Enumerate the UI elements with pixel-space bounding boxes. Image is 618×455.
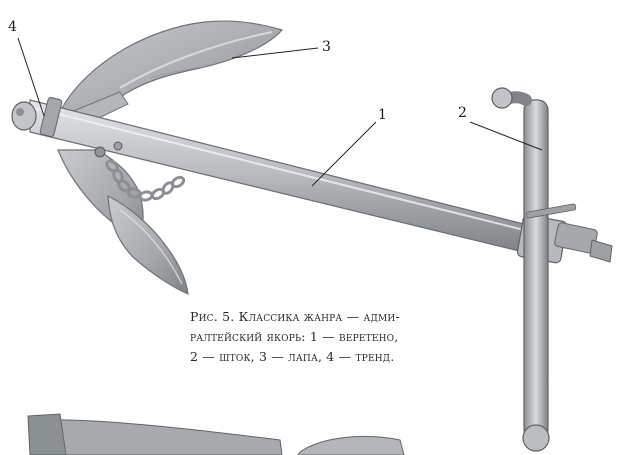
callout-label-4: 4: [8, 20, 17, 34]
callout-label-2: 2: [458, 106, 467, 120]
second-anchor-partial: [28, 414, 404, 455]
caption-line-1: Рис. 5. Классика жанра — адми-: [190, 307, 420, 327]
anchor-stock: [492, 88, 576, 451]
caption-line-2: ралтейский якорь: 1 — веретено,: [190, 327, 420, 347]
lower-fluke: [58, 150, 188, 294]
callout-label-3: 3: [322, 40, 331, 54]
figure-caption: Рис. 5. Классика жанра — адми- ралтейски…: [190, 307, 420, 367]
callout-label-1: 1: [378, 108, 387, 122]
leader-line-1: [312, 122, 376, 186]
caption-line-3: 2 — шток, 3 — лапа, 4 — тренд.: [190, 347, 420, 367]
